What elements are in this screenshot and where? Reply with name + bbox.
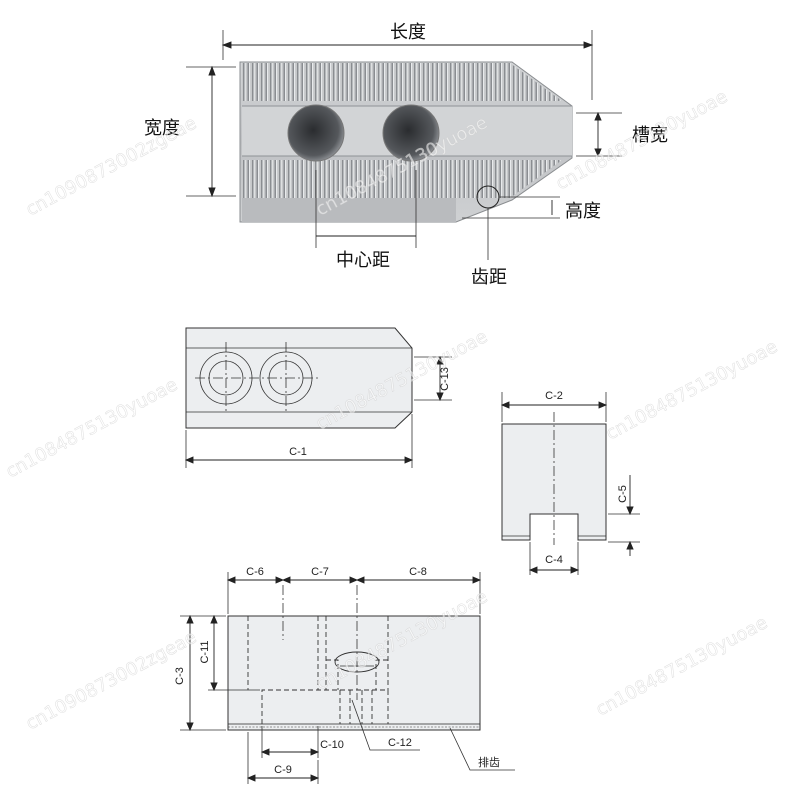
watermark-6: cn1084875130yuoae (602, 336, 781, 444)
dim-c13-label: C-13 (439, 367, 451, 391)
dim-c3-label: C-3 (174, 667, 186, 685)
front-view-outline (227, 615, 481, 731)
tooth-pitch-label: 齿距 (471, 267, 507, 288)
length-label: 长度 (390, 22, 426, 43)
bottom-teeth (242, 160, 562, 198)
watermark-3: cn1084875130yuoae (552, 86, 731, 194)
top-teeth (242, 63, 562, 101)
row-teeth-label: 排齿 (478, 755, 500, 769)
watermark-9: cn1084875130yuoae (592, 612, 771, 720)
jaw-base (242, 198, 456, 222)
height-label: 高度 (565, 201, 601, 222)
jaw-photo (239, 61, 573, 223)
photo-dimensions: 长度 宽度 槽宽 高度 中心距 齿距 (144, 22, 668, 288)
dim-c7-label: C-7 (311, 566, 329, 578)
end-view-outline (501, 423, 607, 541)
dim-c6-label: C-6 (246, 566, 264, 578)
watermark-4: cn1084875130yuoae (2, 374, 181, 482)
dim-c4-label: C-4 (545, 554, 563, 566)
dim-c11-label: C-11 (199, 640, 211, 663)
dim-c8-label: C-8 (409, 566, 427, 578)
front-view: C-6 C-7 C-8 C-3 C-11 C-10 C-9 C-12 (174, 566, 515, 784)
dim-c12-label: C-12 (388, 737, 412, 749)
width-label: 宽度 (144, 118, 180, 139)
bolt-hole-left (287, 104, 345, 162)
top-view: C-1 C-13 (184, 327, 452, 468)
watermark-1: cn1090873002zgeae (22, 113, 200, 221)
dim-c2-label: C-2 (545, 390, 563, 402)
slot-width-label: 槽宽 (632, 125, 668, 146)
dim-c9-label: C-9 (274, 764, 292, 776)
dim-c10-label: C-10 (320, 739, 344, 751)
end-view: C-2 C-4 C-5 (500, 390, 640, 575)
center-distance-label: 中心距 (336, 250, 390, 271)
bolt-hole-right (382, 104, 440, 162)
dim-c1-label: C-1 (289, 446, 307, 458)
dim-c5-label: C-5 (617, 485, 629, 503)
